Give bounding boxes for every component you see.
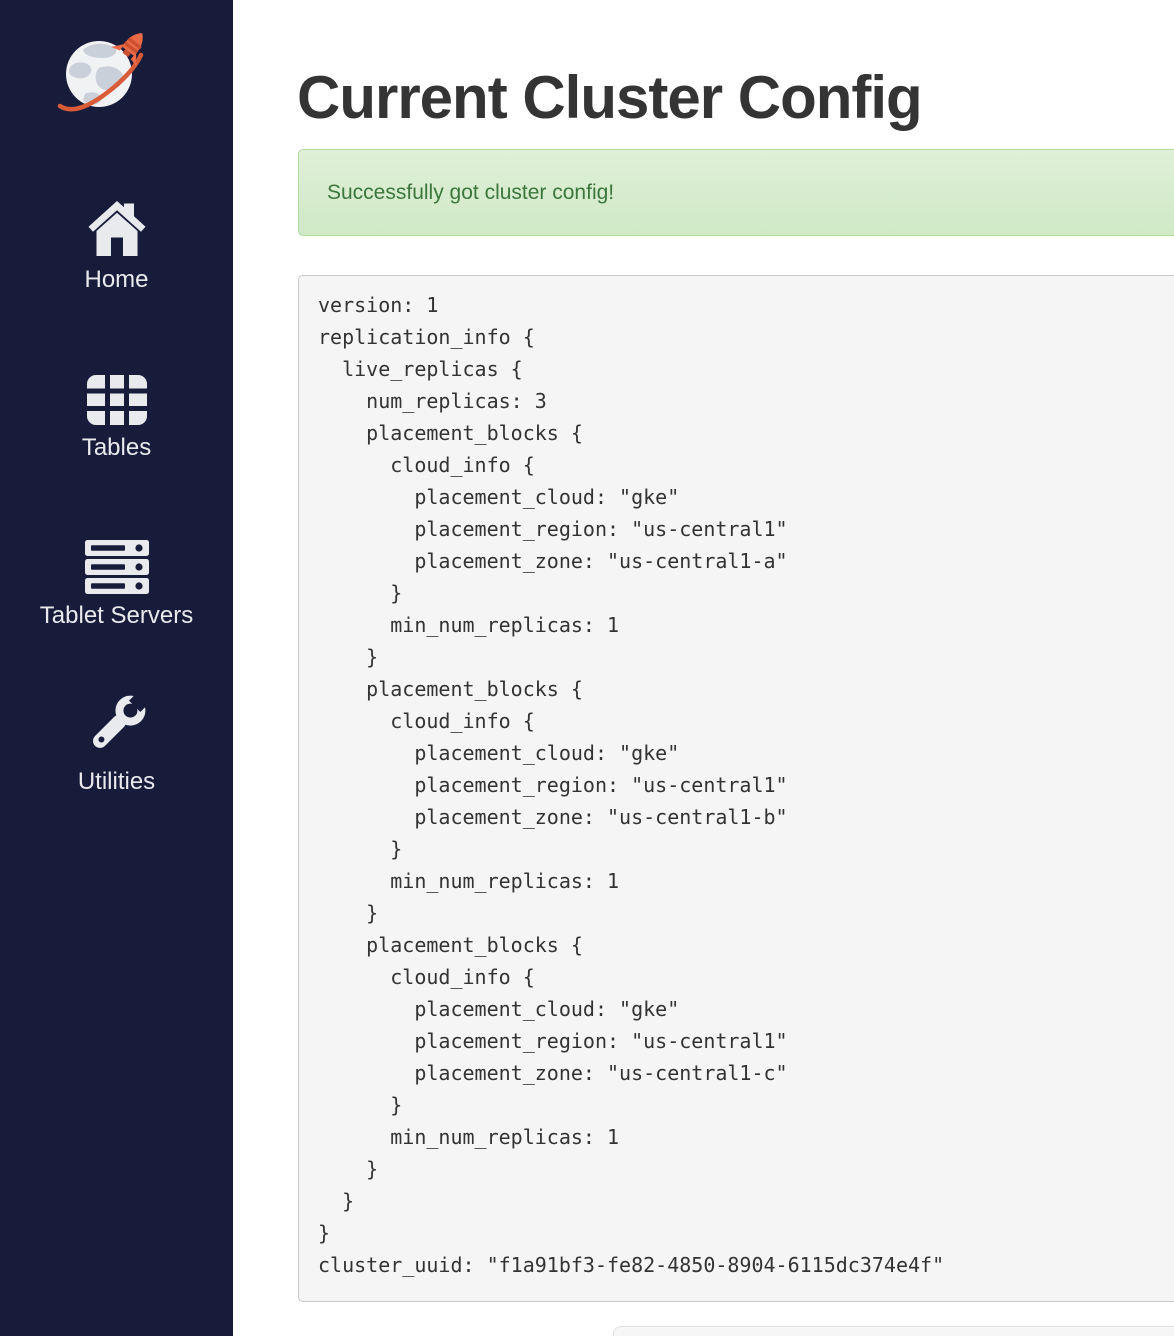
sidebar-item-label: Tables [81, 434, 152, 461]
server-stack-icon [84, 534, 149, 594]
page-title: Current Cluster Config [297, 64, 923, 131]
main-content: Current Cluster Config Successfully got … [233, 0, 1174, 1336]
globe-rocket-logo-icon [57, 33, 144, 112]
sidebar-item-tables[interactable]: Tables [0, 366, 233, 462]
sidebar-item-home[interactable]: Home [0, 198, 233, 294]
wrench-icon [81, 690, 153, 760]
home-icon [86, 198, 148, 258]
sidebar-item-label: Home [84, 266, 149, 293]
sidebar: Home Tables [0, 0, 233, 1336]
table-grid-icon [86, 366, 148, 426]
success-alert-message: Successfully got cluster config! [327, 181, 615, 204]
sidebar-item-utilities[interactable]: Utilities [0, 690, 233, 796]
browser-status-tooltip [613, 1326, 1174, 1336]
logo-link[interactable] [54, 30, 154, 116]
success-alert: Successfully got cluster config! [298, 149, 1174, 236]
cluster-config-pre: version: 1 replication_info { live_repli… [298, 275, 1174, 1302]
sidebar-item-tablet-servers[interactable]: Tablet Servers [0, 534, 233, 630]
sidebar-item-label: Tablet Servers [39, 602, 194, 629]
sidebar-item-label: Utilities [77, 768, 156, 795]
